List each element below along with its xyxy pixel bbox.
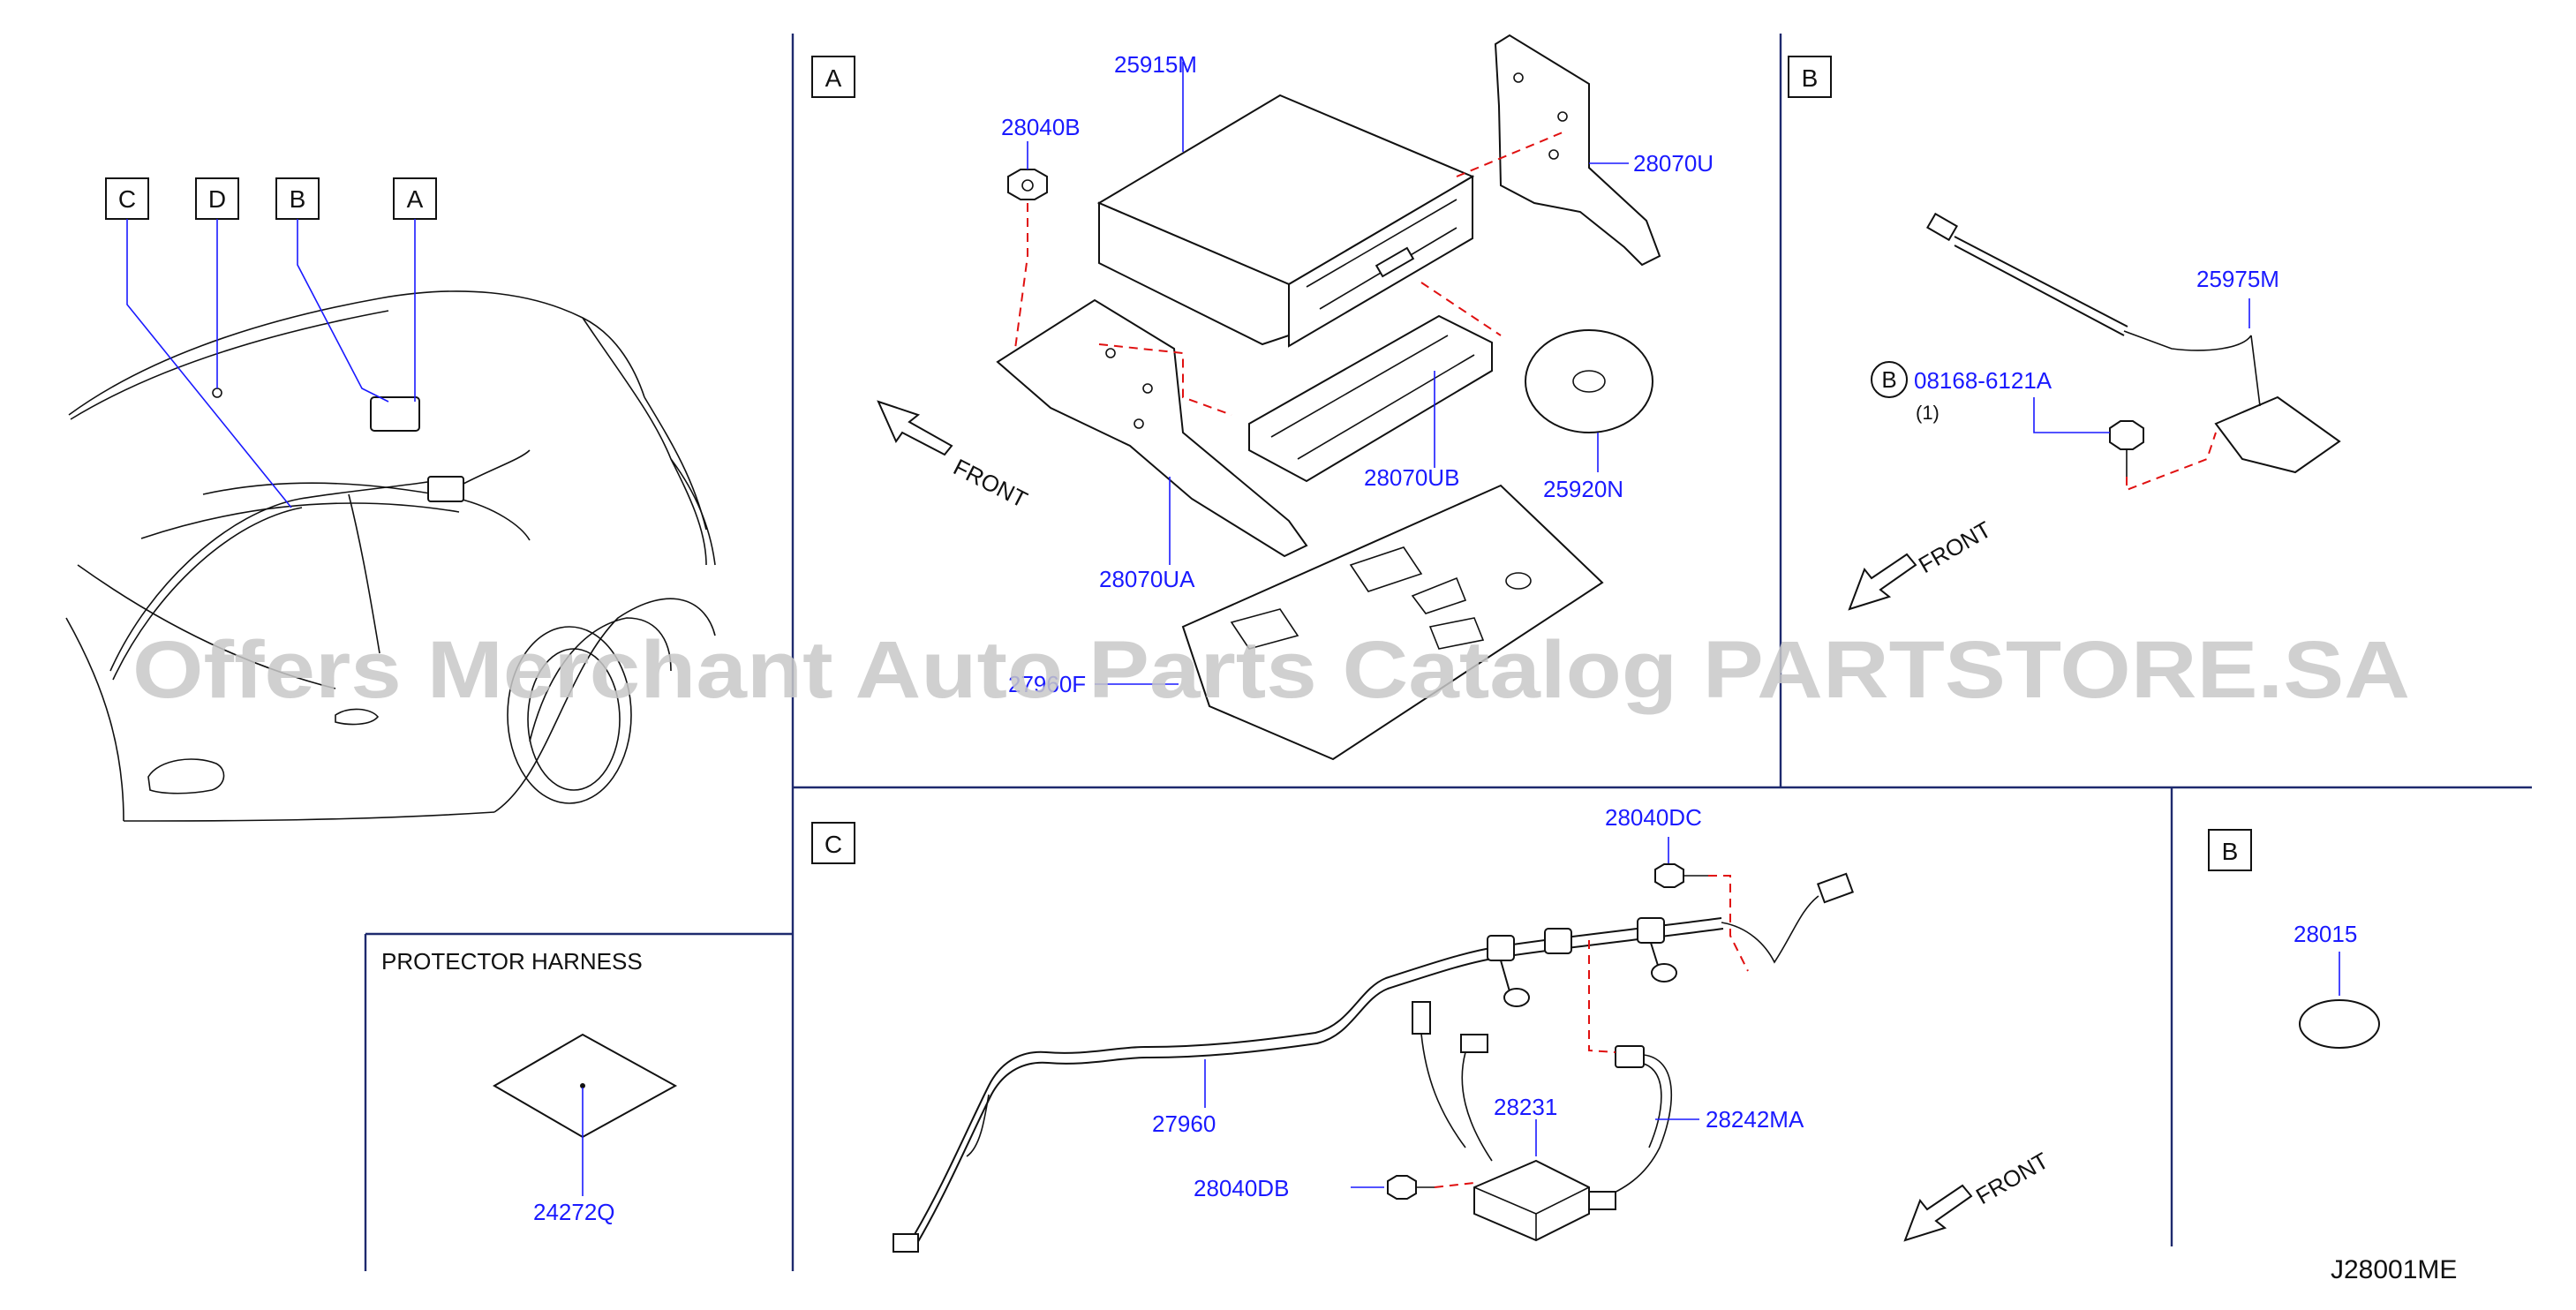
callout-c: C — [118, 185, 136, 213]
bracket-28070ua — [996, 298, 1308, 558]
bolt-28040db — [1387, 1175, 1435, 1200]
car-overview — [65, 290, 716, 822]
label-24272q: 24272Q — [533, 1199, 615, 1225]
module-28231 — [1412, 1001, 1590, 1242]
protector-title: PROTECTOR HARNESS — [381, 948, 643, 975]
front-arrow-c: FRONT — [1903, 1147, 2053, 1242]
panel-b-top: B 25975M B 08168-6121A (1) FRONT — [1788, 56, 2341, 611]
label-28242ma: 28242MA — [1706, 1106, 1804, 1133]
label-28040b: 28040B — [1001, 114, 1081, 140]
bolt-28040dc — [1654, 863, 1708, 888]
label-28040db: 28040DB — [1194, 1175, 1289, 1201]
panel-dividers — [364, 34, 2532, 1271]
overview-callouts: C D B A — [105, 177, 437, 508]
bracket-28070u — [1494, 34, 1661, 267]
front-label-b: FRONT — [1914, 516, 1996, 578]
antenna-25975m — [1926, 212, 2341, 474]
callout-a: A — [407, 185, 424, 213]
front-label-c: FRONT — [1971, 1147, 2053, 1209]
label-28070ub: 28070UB — [1364, 464, 1459, 491]
disc-25920n — [1525, 329, 1653, 433]
bracket-28070ub — [1248, 314, 1493, 483]
panel-a-tag: A — [825, 64, 842, 92]
bolt-08168: B — [1871, 361, 2144, 477]
panel-b-small-tag: B — [2222, 838, 2239, 865]
pad-28015 — [2299, 999, 2380, 1049]
label-25920n: 25920N — [1543, 476, 1623, 502]
diagram-code: J28001ME — [2331, 1255, 2457, 1284]
circle-b-label: B — [1881, 366, 1896, 393]
callout-b: B — [290, 185, 306, 213]
label-25915m: 25915M — [1114, 51, 1197, 78]
label-28015: 28015 — [2294, 921, 2357, 947]
label-27960f: 27960F — [1008, 671, 1086, 697]
label-28231: 28231 — [1494, 1094, 1557, 1120]
panel-a: A 28040B 25915M 28070U — [811, 34, 1714, 761]
panel-c-tag: C — [825, 831, 842, 858]
label-28070ua: 28070UA — [1099, 566, 1195, 592]
harness-27960 — [893, 872, 1855, 1253]
panel-b-small: B 28015 — [2208, 829, 2380, 1049]
panel-c: C 27960 28040DC — [811, 804, 2053, 1253]
pad-27960f — [1181, 484, 1604, 761]
front-arrow-a: FRONT — [877, 400, 1032, 513]
watermark: Offers Merchant Auto Parts Catalog PARTS… — [132, 625, 2410, 715]
label-28070u: 28070U — [1633, 150, 1714, 177]
label-27960: 27960 — [1152, 1110, 1216, 1137]
callout-d: D — [208, 185, 226, 213]
label-qty: (1) — [1916, 402, 1940, 424]
nut-28040b — [1007, 169, 1048, 200]
harness-28242ma — [1588, 1045, 1673, 1210]
unit-25915m — [1096, 94, 1475, 348]
panel-protector: PROTECTOR HARNESS 24272Q — [381, 948, 678, 1225]
label-28040dc: 28040DC — [1605, 804, 1702, 831]
front-arrow-b: FRONT — [1848, 516, 1996, 611]
label-25975m: 25975M — [2196, 266, 2279, 292]
panel-b-top-tag: B — [1802, 64, 1819, 92]
label-08168: 08168-6121A — [1914, 367, 2053, 394]
front-label-a: FRONT — [949, 454, 1032, 513]
